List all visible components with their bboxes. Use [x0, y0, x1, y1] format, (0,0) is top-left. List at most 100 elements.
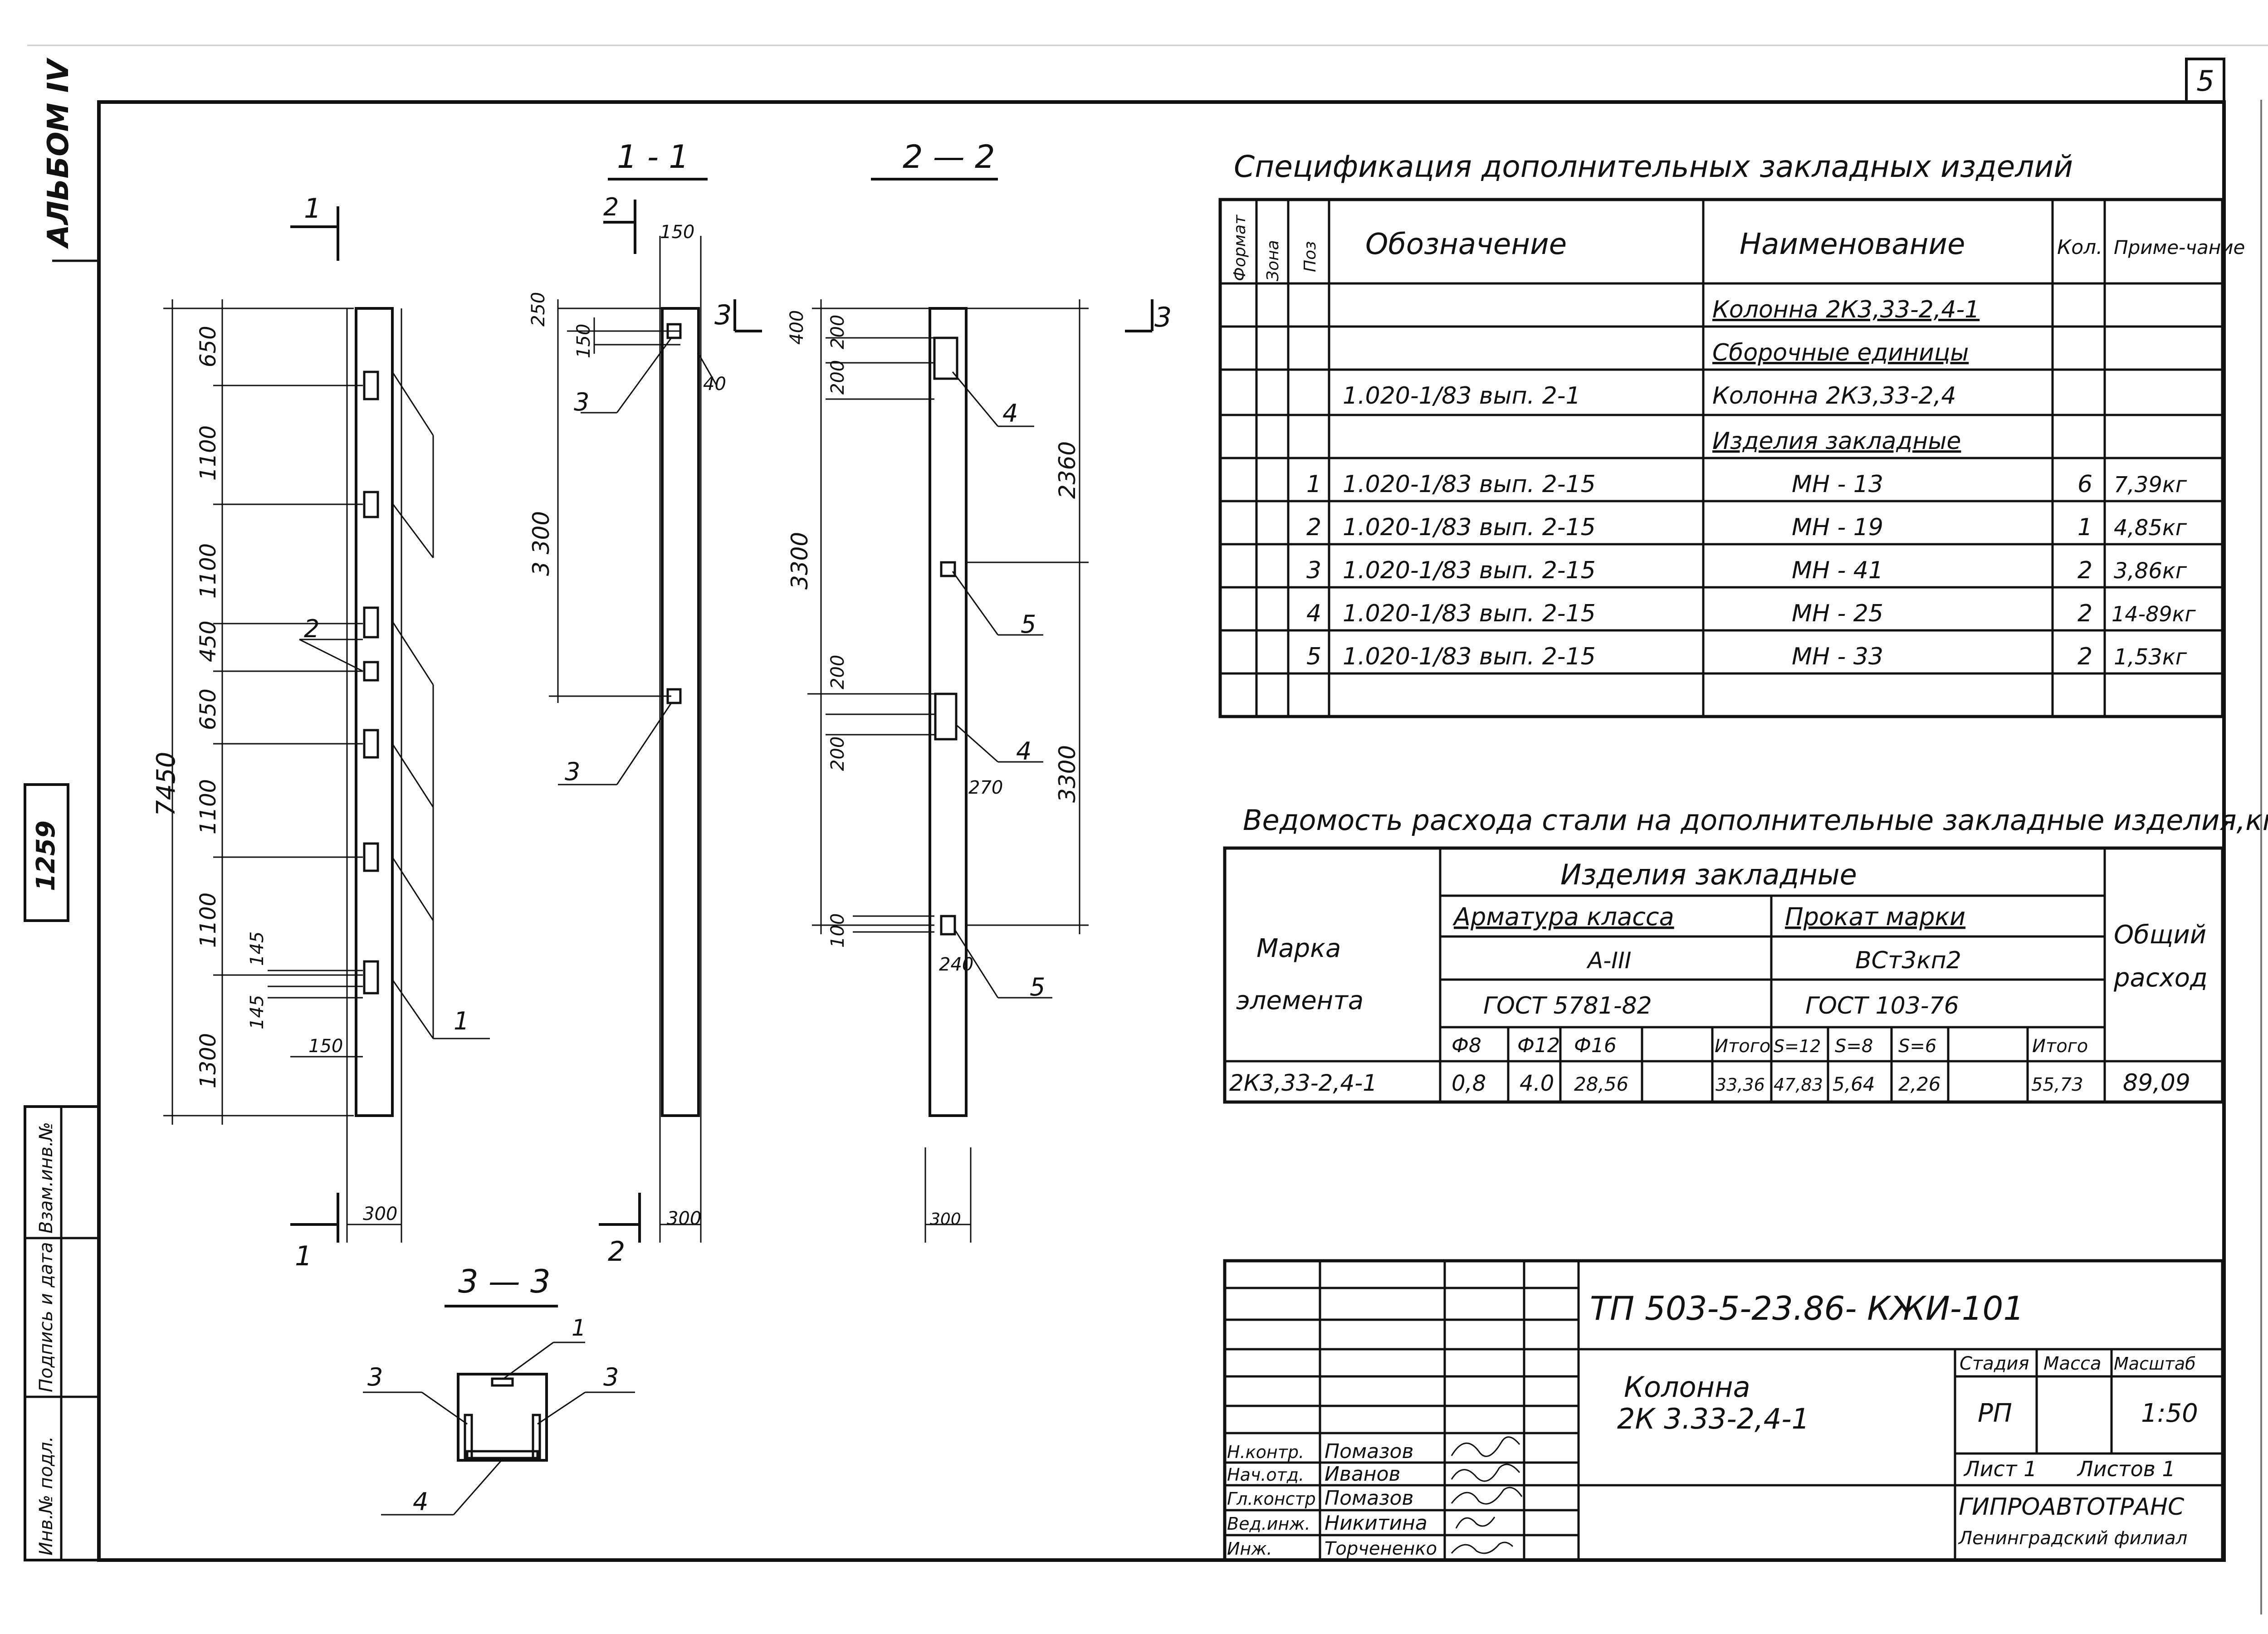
dim-c: 1100	[196, 543, 221, 599]
spec-row-7-note: 3,86кг	[2114, 558, 2187, 584]
title-block: ТП 503-5-23.86- КЖИ-101 Колонна 2К 3.33-…	[1223, 1259, 2224, 1562]
sheet-label: Лист 1	[1963, 1457, 2037, 1481]
steel-mark-header-1: Марка	[1256, 934, 1341, 963]
spec-row-5-qty: 6	[2077, 471, 2092, 498]
role-2: Нач.отд.	[1227, 1465, 1304, 1485]
dim-a: 650	[196, 326, 221, 367]
role-1: Н.контр.	[1227, 1442, 1304, 1462]
callout-3-upper: 3	[574, 388, 589, 416]
dim-f: 1100	[196, 779, 221, 834]
rebar-gost: ГОСТ 5781-82	[1483, 992, 1652, 1019]
main-elevation-view: 7450 650 1100 1100 450 650 1100 1100 130…	[152, 193, 490, 1272]
spec-row-5-note: 7,39кг	[2114, 472, 2187, 498]
steel-row-grand-total: 89,09	[2123, 1069, 2190, 1097]
dim-2-2-right-a: 2360	[1054, 441, 1080, 499]
rebar-col-total: Итого	[1715, 1036, 1770, 1057]
rebar-col-f12: Ф12	[1517, 1034, 1560, 1057]
cut-2-bottom: 2	[608, 1236, 625, 1268]
specification-table: Спецификация дополнительных закладных из…	[1218, 149, 2245, 718]
column-2-2-outline	[929, 307, 968, 1117]
callout-5-lower: 5	[1030, 973, 1045, 1001]
rolled-class-header: Прокат марки	[1785, 902, 1965, 931]
dim-small-b: 145	[247, 995, 268, 1029]
dim-e: 650	[196, 688, 221, 730]
spec-row-7-qty: 2	[2077, 557, 2092, 584]
role-5: Инж.	[1227, 1539, 1272, 1559]
column-outline	[355, 307, 394, 1117]
steel-group-header: Изделия закладные	[1560, 858, 1857, 891]
section-1-1: 1 - 1 150 250 150 40 3 300 300 3 3	[528, 138, 762, 1268]
dim-2-2-g: 100	[827, 913, 848, 948]
spec-header-note: Приме-чание	[2114, 236, 2245, 259]
stage-header: Стадия	[1960, 1353, 2029, 1374]
steel-row-rebar-total: 33,36	[1716, 1075, 1765, 1095]
cut-3-side-2: 3	[1154, 302, 1172, 333]
doc-code: ТП 503-5-23.86- КЖИ-101	[1590, 1289, 2024, 1327]
person-5: Торчененко	[1325, 1538, 1437, 1559]
section-2-2: 2 — 2	[787, 138, 1172, 1243]
steel-title: Ведомость расхода стали на дополнительны…	[1243, 804, 2268, 837]
total-header-1: Общий	[2114, 920, 2206, 950]
scale-value: 1:50	[2141, 1399, 2198, 1428]
margin-field-signature: Подпись и дата	[36, 1242, 57, 1392]
specification-title: Спецификация дополнительных закладных из…	[1234, 149, 2073, 184]
dim-2-2-270: 270	[968, 777, 1003, 798]
dim-2-2-f: 200	[827, 737, 848, 771]
rebar-grade: А-III	[1586, 947, 1631, 974]
drawing-frame	[97, 100, 2226, 1562]
section-3-3-title: 3 — 3	[458, 1263, 551, 1300]
dim-1-1-span: 3 300	[528, 511, 554, 576]
spec-row-5-pos: 1	[1306, 471, 1321, 498]
rolled-col-s12: S=12	[1774, 1036, 1821, 1056]
spec-row-4-name: Изделия закладные	[1712, 428, 1961, 455]
spec-row-8-note: 14-89кг	[2112, 602, 2196, 626]
object-name-2: 2К 3.33-2,4-1	[1617, 1402, 1809, 1435]
callout-1-3: 1	[572, 1315, 586, 1341]
organization: ГИПРОАВТОТРАНС	[1959, 1493, 2185, 1521]
margin-field-inventory: Инв.№ подл.	[36, 1436, 57, 1556]
spec-row-6-note: 4,85кг	[2114, 515, 2187, 541]
scale-header: Масштаб	[2114, 1354, 2196, 1374]
dim-2-2-d: 3300	[787, 532, 813, 590]
steel-row-mark: 2К3,33-2,4-1	[1229, 1070, 1377, 1096]
spec-row-9-note: 1,53кг	[2114, 644, 2187, 670]
spec-row-3-designation: 1.020-1/83 вып. 2-1	[1343, 382, 1581, 410]
mass-header: Масса	[2043, 1353, 2102, 1374]
spec-row-2-name: Сборочные единицы	[1712, 339, 1969, 366]
sheet-number: 5	[2196, 64, 2214, 98]
stage-value: РП	[1978, 1399, 2012, 1428]
dim-g: 1100	[196, 893, 221, 948]
callout-2: 2	[304, 615, 319, 643]
spec-header-format: Формат	[1231, 215, 1249, 281]
spec-row-9-designation: 1.020-1/83 вып. 2-15	[1343, 643, 1596, 670]
steel-row-rolled-total: 55,73	[2031, 1074, 2083, 1095]
steel-row-f12: 4.0	[1520, 1071, 1554, 1096]
spec-header-qty: Кол.	[2057, 236, 2102, 259]
spec-row-6-qty: 1	[2077, 514, 2092, 541]
spec-row-7-name: МН - 41	[1792, 557, 1883, 584]
steel-row-s12: 47,83	[1774, 1075, 1823, 1095]
spec-row-6-designation: 1.020-1/83 вып. 2-15	[1343, 514, 1596, 541]
dim-2-2-right-b: 3300	[1054, 745, 1080, 803]
callout-1: 1	[454, 1007, 469, 1035]
callout-3-lower: 3	[565, 757, 580, 786]
sheet-number-box	[2185, 58, 2225, 103]
person-4: Никитина	[1325, 1512, 1427, 1535]
rolled-col-s8: S=8	[1835, 1036, 1873, 1057]
spec-row-7-pos: 3	[1306, 557, 1321, 584]
album-code: 1259	[31, 820, 61, 891]
spec-row-9-name: МН - 33	[1792, 643, 1883, 670]
section-1-1-title: 1 - 1	[617, 138, 689, 176]
spec-row-7-designation: 1.020-1/83 вып. 2-15	[1343, 557, 1596, 584]
dim-d: 450	[196, 620, 221, 662]
dim-h: 1300	[196, 1033, 221, 1088]
section-3-3: 3 — 3 1 3 3 4	[363, 1263, 635, 1516]
dim-1-1-top: 250	[528, 292, 549, 327]
dim-2-2-c: 200	[827, 360, 848, 395]
steel-row-f8: 0,8	[1452, 1071, 1486, 1096]
person-2: Иванов	[1325, 1463, 1400, 1486]
spec-row-6-pos: 2	[1306, 514, 1321, 541]
spec-row-9-qty: 2	[2077, 643, 2092, 670]
role-4: Вед.инж.	[1227, 1514, 1310, 1534]
